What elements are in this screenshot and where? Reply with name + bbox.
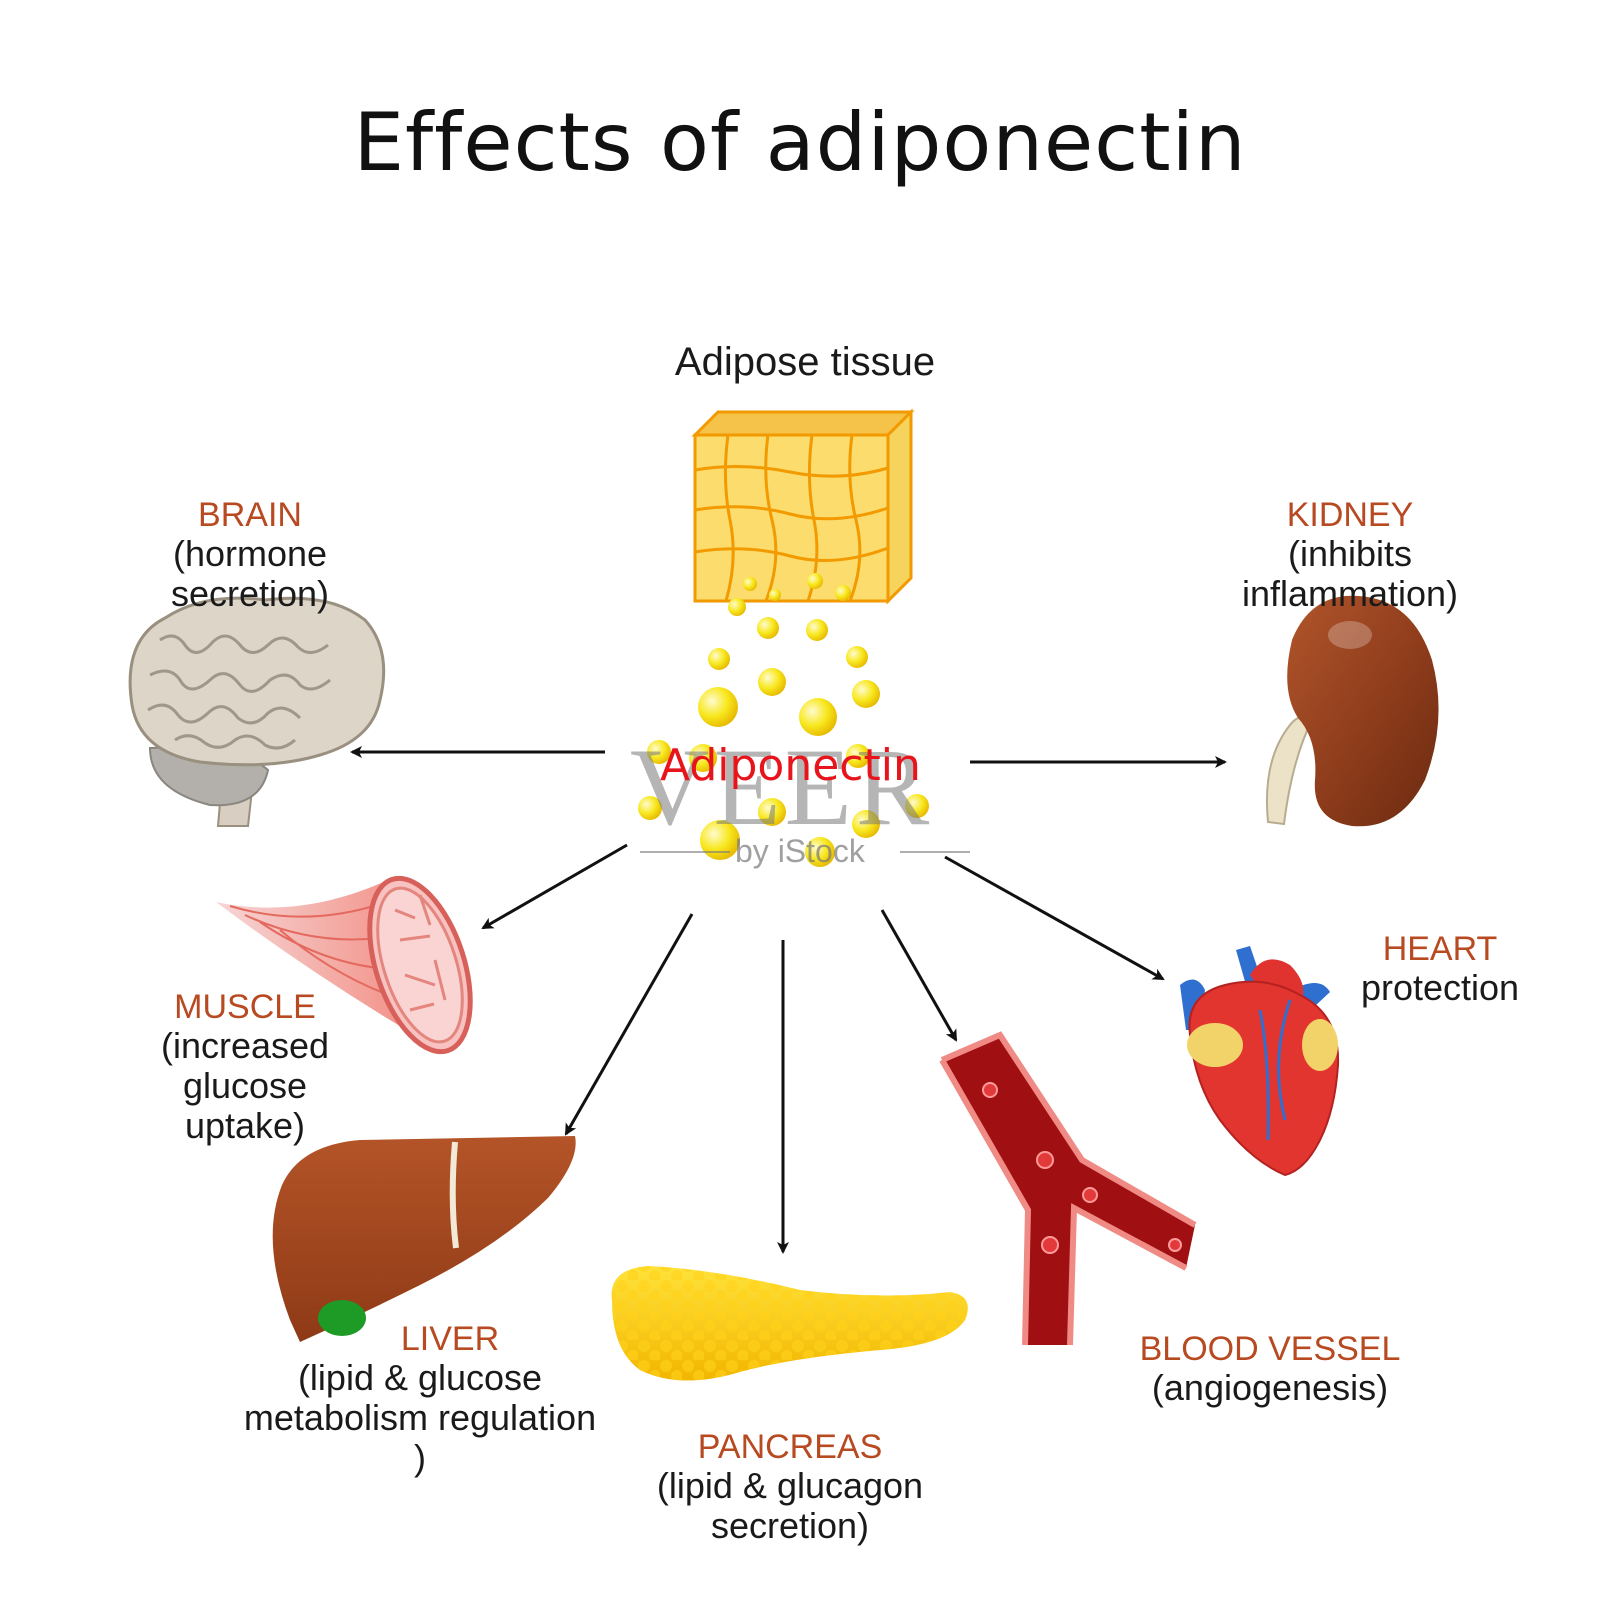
blood-vessel-icon [939, 1031, 1197, 1346]
blood-vessel-effect: (angiogenesis) [1151, 1367, 1389, 1408]
arrow-to-heart [944, 855, 1165, 981]
watermark-byline: by iStock [735, 833, 865, 869]
liver-name: LIVER [400, 1320, 500, 1358]
diagram-title: Effects of adiponectin [353, 96, 1247, 189]
liver-effect-line2: metabolism regulation ) [243, 1397, 597, 1478]
brain-effect: (hormone secretion) [170, 533, 330, 614]
muscle-name: MUSCLE [174, 988, 316, 1026]
adiponectin-droplets-icon [638, 573, 929, 867]
heart-name: HEART [1382, 930, 1498, 968]
adipose-tissue-label: Adipose tissue [674, 340, 936, 384]
kidney-icon [1265, 595, 1439, 827]
adiponectin-label: Adiponectin [660, 740, 921, 791]
heart-label: HEART protection [1350, 930, 1530, 1008]
liver-icon [272, 1136, 576, 1342]
arrow-to-muscle [481, 843, 628, 930]
kidney-label: KIDNEY (inhibits inflammation) [1180, 496, 1520, 614]
pancreas-name: PANCREAS [697, 1428, 883, 1466]
muscle-effect-line1: (increased glucose [160, 1025, 330, 1106]
adipose-tissue-cube-icon [691, 408, 915, 605]
muscle-icon [216, 875, 473, 1055]
pancreas-label: PANCREAS (lipid & glucagon secretion) [580, 1428, 1000, 1546]
muscle-label: MUSCLE (increased glucose uptake) [100, 988, 390, 1146]
blood-vessel-label: BLOOD VESSEL (angiogenesis) [1120, 1330, 1420, 1408]
heart-effect: protection [1360, 967, 1520, 1008]
brain-icon [128, 596, 386, 827]
blood-vessel-name: BLOOD VESSEL [1139, 1330, 1401, 1368]
heart-icon [1180, 946, 1340, 1177]
kidney-name: KIDNEY [1286, 496, 1414, 534]
watermark-brand: VEER [630, 726, 934, 848]
arrow-to-blood-vessel [880, 909, 958, 1042]
muscle-effect-line2: uptake) [184, 1105, 306, 1146]
brain-label: BRAIN (hormone secretion) [100, 496, 400, 614]
liver-effect-line1: (lipid & glucose [297, 1357, 543, 1398]
pancreas-icon [611, 1266, 968, 1381]
pancreas-effect: (lipid & glucagon secretion) [656, 1465, 924, 1546]
kidney-effect: (inhibits inflammation) [1241, 533, 1459, 614]
arrows [350, 746, 1227, 1254]
brain-name: BRAIN [198, 496, 302, 534]
arrow-to-liver [564, 913, 694, 1136]
liver-label: LIVER (lipid & glucose metabolism regula… [240, 1320, 600, 1478]
